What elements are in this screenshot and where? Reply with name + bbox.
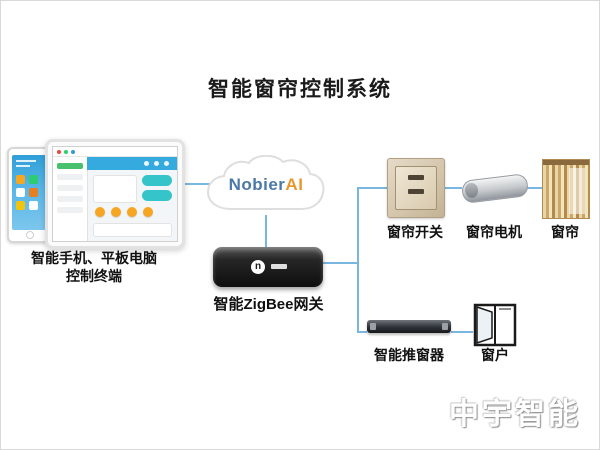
window-illustration <box>473 301 517 347</box>
connector-line-terminal-cloud <box>177 183 211 185</box>
orange-app-icon <box>95 207 105 217</box>
status-dot <box>57 150 61 154</box>
cloud-brand-suffix: AI <box>285 175 304 194</box>
gateway-label: 智能ZigBee网关 <box>213 296 324 313</box>
tablet-illustration <box>45 139 185 249</box>
cloud-brand-prefix: Nobier <box>228 175 286 194</box>
sidebar-row <box>57 174 83 180</box>
app-tile <box>29 188 38 197</box>
tablet-status-bar <box>53 147 177 157</box>
watermark: 中宇智能 <box>449 398 581 431</box>
connector-line-cloud-gateway <box>265 215 267 247</box>
screen-text-line <box>16 160 36 162</box>
teal-button <box>142 190 172 201</box>
cloud-icon <box>206 155 325 210</box>
header-dot <box>144 161 149 166</box>
sidebar-row <box>57 163 83 169</box>
cloud-brand-label: NobierAI <box>205 175 327 195</box>
connector-line-motor-curtain <box>524 187 542 189</box>
app-tile <box>16 175 25 184</box>
connector-line-trunk <box>357 187 359 333</box>
orange-app-icon <box>143 207 153 217</box>
status-dot <box>71 150 75 154</box>
window-icon <box>473 303 517 347</box>
page-title: 智能窗帘控制系统 <box>208 78 392 101</box>
window-label: 窗户 <box>481 347 509 363</box>
smartphone-screen <box>12 155 46 230</box>
app-tile <box>29 201 38 210</box>
app-tile <box>16 201 25 210</box>
header-dot <box>154 161 159 166</box>
orange-app-icon <box>111 207 121 217</box>
teal-button <box>142 175 172 186</box>
tablet-app-header <box>87 157 177 170</box>
terminal-label-line1: 智能手机、平板电脑 <box>31 250 157 266</box>
opener-label: 智能推窗器 <box>374 347 444 363</box>
sidebar-row <box>57 196 83 202</box>
header-dot <box>164 161 169 166</box>
screen-text-line <box>16 165 30 167</box>
cloud-service: NobierAI <box>205 155 327 217</box>
connector-line-trunk-opener <box>357 331 367 333</box>
app-card <box>93 175 137 203</box>
switch-label: 窗帘开关 <box>387 224 443 240</box>
orange-app-icon <box>127 207 137 217</box>
terminal-label-line2: 控制终端 <box>66 268 122 284</box>
motor-label: 窗帘电机 <box>466 224 522 240</box>
switch-button <box>408 189 424 194</box>
connector-line-switch-motor <box>443 187 462 189</box>
curtain-switch-illustration <box>387 158 445 218</box>
app-tile <box>16 188 25 197</box>
curtain-illustration <box>542 159 590 219</box>
sidebar-row <box>57 185 83 191</box>
terminal-label: 智能手机、平板电脑 控制终端 <box>9 249 179 285</box>
connector-line-opener-window <box>451 331 473 333</box>
curtain-label: 窗帘 <box>551 224 579 240</box>
switch-plate <box>395 166 437 210</box>
sidebar-row <box>57 207 83 213</box>
zigbee-gateway-illustration: n <box>213 247 323 287</box>
smartphone-illustration <box>7 147 51 243</box>
switch-button <box>408 175 424 180</box>
window-opener-illustration <box>367 320 451 333</box>
connector-line-trunk-switch <box>357 187 387 189</box>
tablet-screen <box>52 146 178 242</box>
status-dot <box>64 150 68 154</box>
gateway-brand-mark <box>271 264 287 269</box>
connector-line-gateway-trunk <box>323 262 359 264</box>
app-tile <box>29 175 38 184</box>
tablet-sidebar <box>53 157 88 241</box>
curtain-motor-illustration <box>460 173 530 204</box>
gateway-logo-icon: n <box>251 260 265 274</box>
app-card <box>93 223 172 237</box>
